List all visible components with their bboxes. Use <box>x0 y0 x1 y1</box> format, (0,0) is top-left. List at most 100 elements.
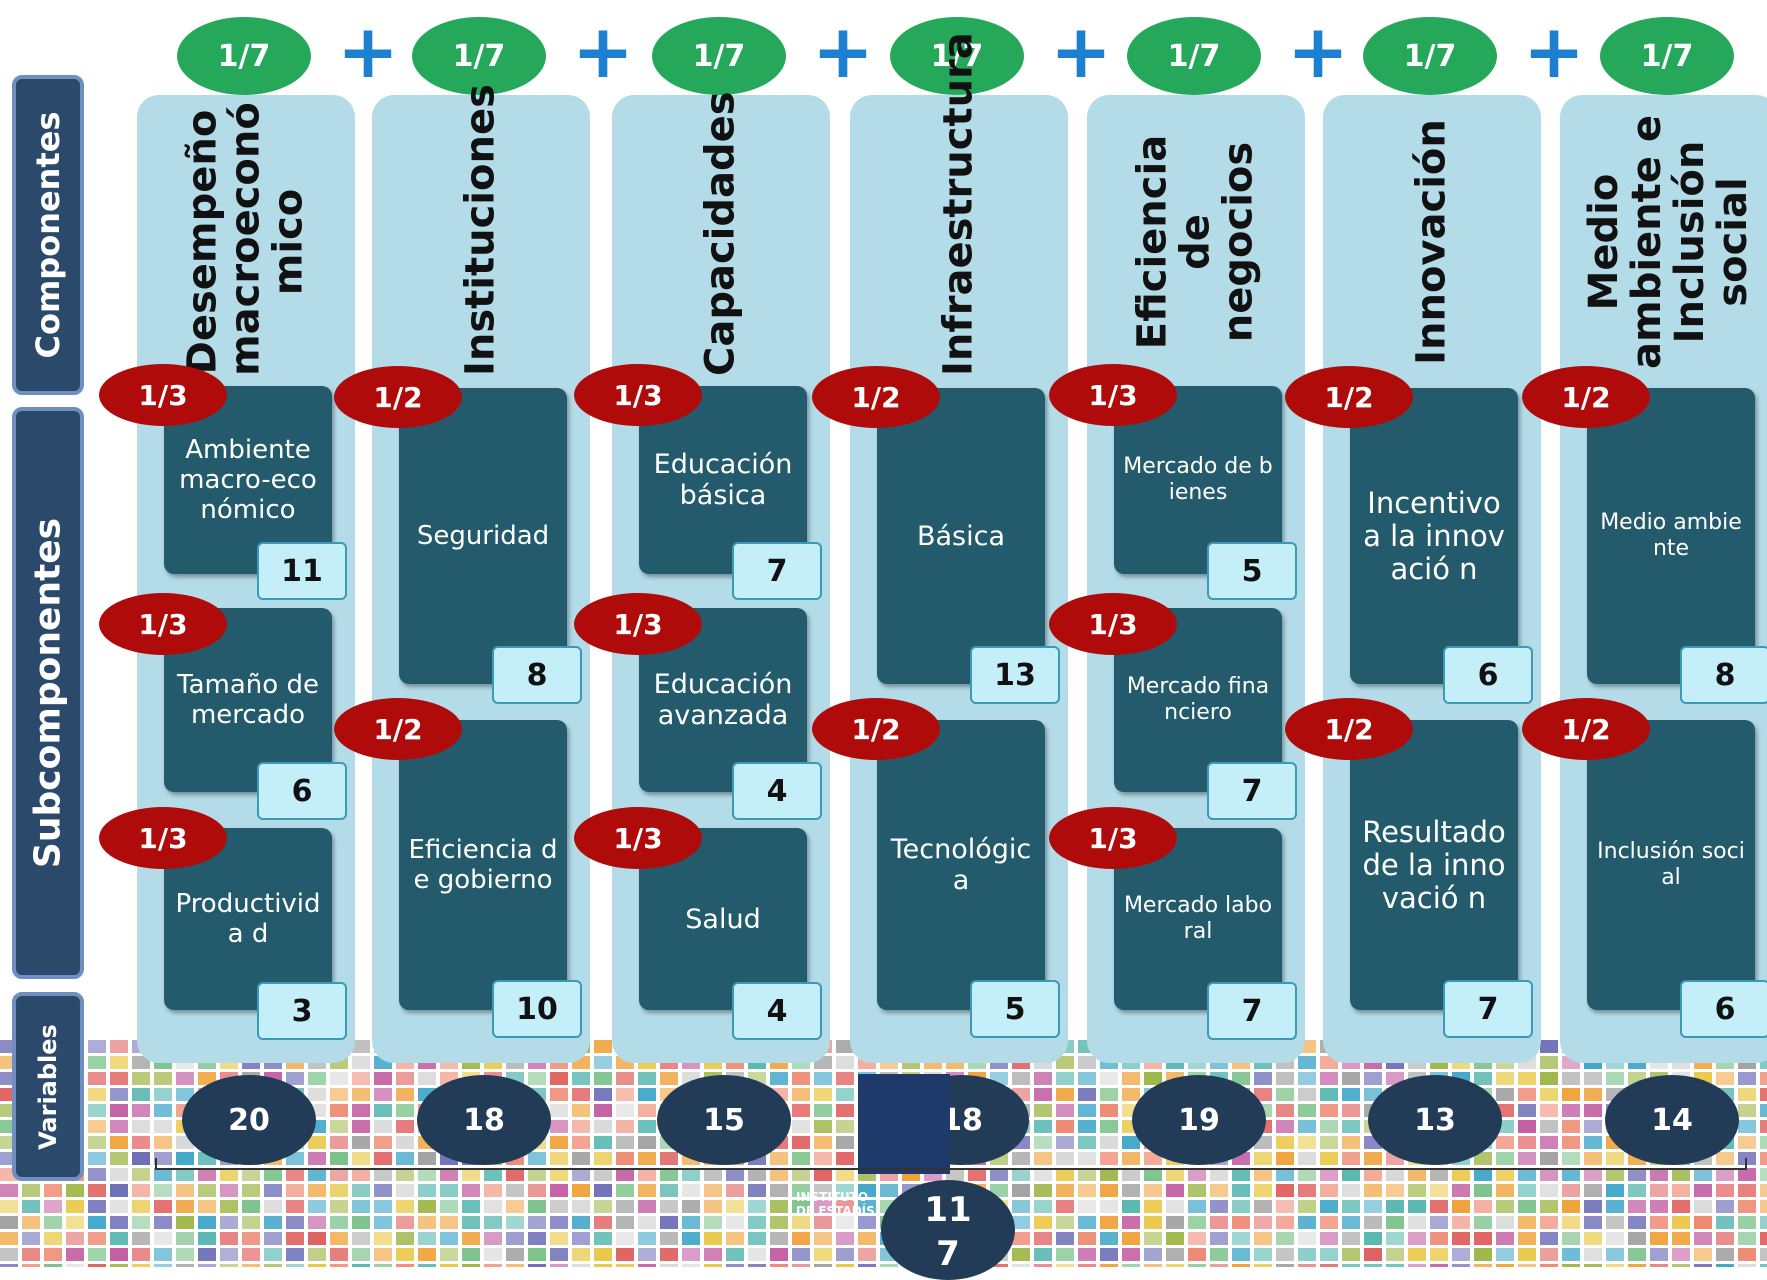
component-variable-total: 18 <box>417 1075 551 1165</box>
component-title: Desempeño macroeconó mico <box>146 102 346 376</box>
subcomponent-box: Básica <box>877 388 1045 684</box>
variable-count: 8 <box>492 646 582 704</box>
plus-sign: + <box>337 9 400 95</box>
subcomponent-weight: 1/2 <box>812 366 940 428</box>
subcomponent-name: Mercado de bienes <box>1123 454 1273 505</box>
variable-count: 3 <box>257 982 347 1040</box>
variable-count: 8 <box>1680 646 1767 704</box>
variable-count: 5 <box>1207 542 1297 600</box>
component-title-text: Medio ambiente e Inclusión social <box>1581 115 1756 369</box>
subcomponent-weight: 1/2 <box>812 698 940 760</box>
row-label-subcomponentes: Subcomponentes <box>12 407 84 979</box>
plus-sign: + <box>1523 9 1586 95</box>
subcomponent-name: Mercado financiero <box>1126 674 1270 725</box>
variable-count: 7 <box>732 542 822 600</box>
subcomponent-weight: 1/3 <box>99 807 227 869</box>
component-variable-total: 13 <box>1368 1075 1502 1165</box>
subcomponent-weight: 1/2 <box>1522 698 1650 760</box>
row-label-componentes-text: Componentes <box>29 111 67 359</box>
subcomponent-weight: 1/3 <box>574 807 702 869</box>
component-title-text: Innovación <box>1408 119 1455 365</box>
component-title-text: Instituciones <box>457 84 504 376</box>
component-title: Instituciones <box>381 84 581 376</box>
component-weight: 1/7 <box>652 17 786 95</box>
variable-count: 13 <box>970 646 1060 704</box>
subcomponent-box: Educación básica <box>639 386 807 574</box>
subcomponent-weight: 1/2 <box>334 698 462 760</box>
subcomponent-weight: 1/2 <box>1285 698 1413 760</box>
subcomponent-name: Productivida d <box>175 889 321 949</box>
subcomponent-box: Seguridad <box>399 388 567 684</box>
logo-text-line-2: DE ESTADÍS <box>796 1204 875 1218</box>
component-weight: 1/7 <box>1600 17 1734 95</box>
subcomponent-name: Ambiente macro-económico <box>179 435 317 525</box>
component-title: Medio ambiente e Inclusión social <box>1569 108 1767 376</box>
plus-sign: + <box>812 9 875 95</box>
logo-text-line-1: INSTITUTO <box>796 1190 869 1204</box>
subcomponent-weight: 1/3 <box>99 364 227 426</box>
subcomponent-box: Eficiencia de gobierno <box>399 720 567 1010</box>
variable-count: 5 <box>970 980 1060 1038</box>
subcomponent-name: Educación avanzada <box>653 669 793 731</box>
subcomponent-name: Resultado de la innovació n <box>1362 814 1506 915</box>
variable-count: 6 <box>1680 980 1767 1038</box>
variable-count: 4 <box>732 762 822 820</box>
component-title: Innovación <box>1332 108 1532 376</box>
component-title: Capacidades <box>621 91 821 376</box>
subcomponent-weight: 1/3 <box>1049 593 1177 655</box>
subcomponent-box: Inclusión social <box>1587 720 1755 1010</box>
component-variable-total: 20 <box>182 1075 316 1165</box>
subcomponent-name: Medio ambiente <box>1600 510 1742 561</box>
variable-count: 10 <box>492 980 582 1038</box>
grand-total-line-2: 7 <box>936 1234 960 1274</box>
plus-sign: + <box>1050 9 1113 95</box>
component-weight: 1/7 <box>890 17 1024 95</box>
component-variable-total: 19 <box>1132 1075 1266 1165</box>
subcomponent-weight: 1/3 <box>1049 364 1177 426</box>
subcomponent-weight: 1/2 <box>1285 366 1413 428</box>
variable-count: 4 <box>732 982 822 1040</box>
component-title-text: Desempeño macroeconó mico <box>179 102 312 376</box>
grand-total-line-1: 11 <box>924 1190 972 1230</box>
logo-text: INSTITUTO DE ESTADÍS <box>796 1190 875 1218</box>
component-variable-total: 14 <box>1605 1075 1739 1165</box>
total-bracket <box>155 1158 1747 1170</box>
subcomponent-name: Tamaño de mercado <box>177 670 319 730</box>
subcomponent-name: Incentivo a la innovació n <box>1363 485 1505 586</box>
component-title: Eficiencia de negocios <box>1096 108 1296 376</box>
subcomponent-weight: 1/3 <box>1049 807 1177 869</box>
subcomponent-name: Mercado laboral <box>1123 893 1273 944</box>
variable-count: 7 <box>1207 762 1297 820</box>
row-label-variables: Variables <box>12 992 84 1181</box>
component-weight: 1/7 <box>1127 17 1261 95</box>
institute-logo <box>858 1074 950 1174</box>
variable-count: 7 <box>1443 980 1533 1038</box>
subcomponent-name: Tecnológic a <box>890 834 1032 896</box>
variable-count: 7 <box>1207 982 1297 1040</box>
row-label-componentes: Componentes <box>12 75 84 395</box>
component-title-text: Infraestructura <box>935 32 982 376</box>
subcomponent-weight: 1/2 <box>334 366 462 428</box>
subcomponent-name: Inclusión social <box>1597 839 1745 890</box>
subcomponent-name: Seguridad <box>416 521 550 551</box>
subcomponent-name: Educación básica <box>653 449 793 511</box>
plus-sign: + <box>572 9 635 95</box>
subcomponent-name: Salud <box>685 903 761 935</box>
component-weight: 1/7 <box>412 17 546 95</box>
variable-count: 6 <box>257 762 347 820</box>
subcomponent-weight: 1/3 <box>574 593 702 655</box>
subcomponent-weight: 1/3 <box>574 364 702 426</box>
component-title: Infraestructura <box>859 32 1059 376</box>
variable-count: 11 <box>257 542 347 600</box>
variable-count: 6 <box>1443 646 1533 704</box>
component-variable-total: 15 <box>657 1075 791 1165</box>
component-title-text: Eficiencia de negocios <box>1129 134 1262 350</box>
row-label-subcomponentes-text: Subcomponentes <box>27 517 69 869</box>
row-label-variables-text: Variables <box>34 1023 62 1150</box>
grand-total: 11 7 <box>881 1180 1015 1280</box>
subcomponent-box: Incentivo a la innovació n <box>1350 388 1518 684</box>
subcomponent-box: Tecnológic a <box>877 720 1045 1010</box>
subcomponent-name: Eficiencia de gobierno <box>408 835 558 895</box>
component-title-text: Capacidades <box>697 91 744 376</box>
subcomponent-weight: 1/3 <box>99 593 227 655</box>
